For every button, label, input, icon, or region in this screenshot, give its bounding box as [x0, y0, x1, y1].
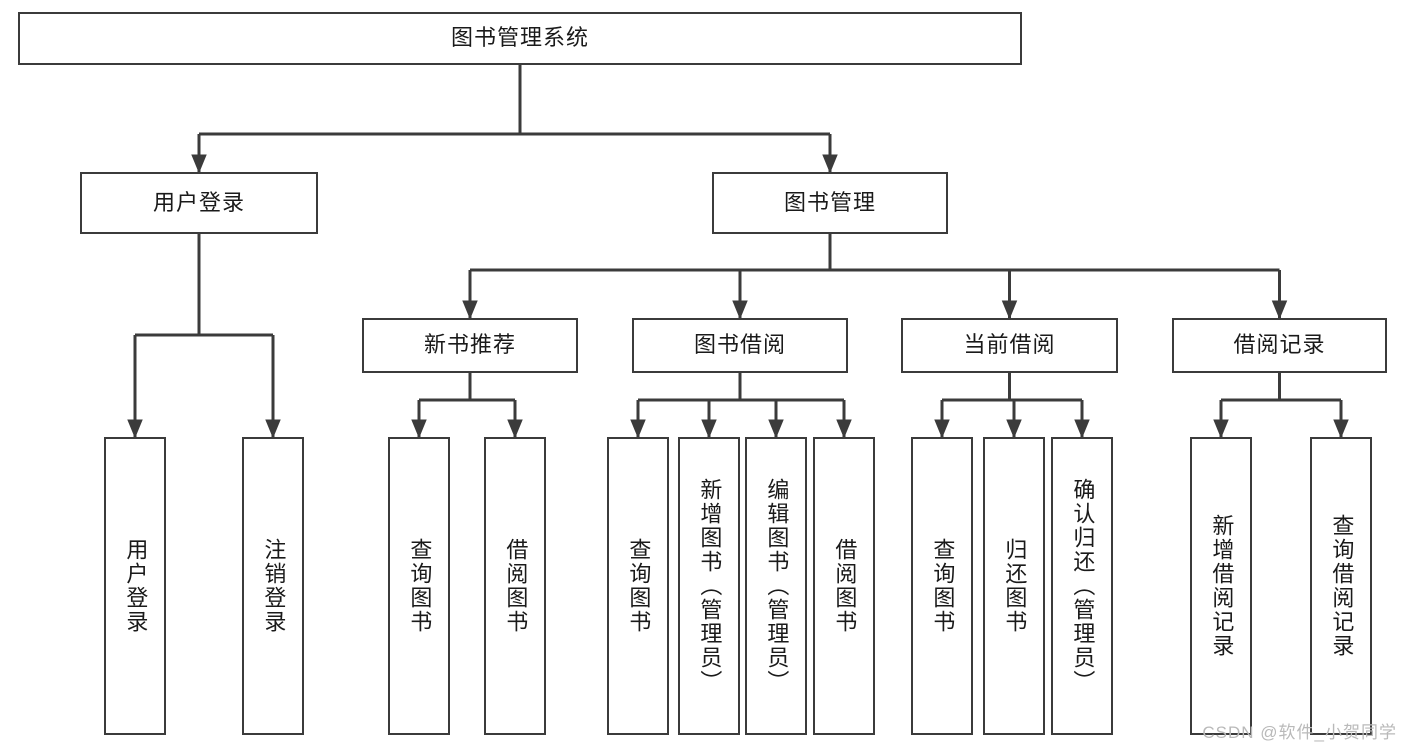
connector-arrowhead — [507, 419, 523, 439]
connector-arrowhead — [1213, 419, 1229, 439]
connector-arrowhead — [732, 300, 748, 320]
connector-arrowhead — [1001, 300, 1018, 320]
connector-arrowhead — [701, 419, 717, 439]
node-label: 新增借阅记录 — [1209, 514, 1235, 658]
node-label: 用户登录 — [123, 538, 149, 634]
connector-arrowhead — [768, 419, 784, 439]
connector-arrowhead — [836, 419, 852, 439]
node-l1-user-login[interactable]: 用户登录 — [80, 172, 318, 234]
node-l3-confirm-return[interactable]: 确认归还（管理员） — [1051, 437, 1113, 735]
node-label: 用户登录 — [152, 189, 245, 215]
node-l3-query-book-b[interactable]: 查询图书 — [607, 437, 669, 735]
node-label: 查询图书 — [407, 538, 433, 634]
node-l3-add-book[interactable]: 新增图书（管理员） — [678, 437, 740, 735]
connector-arrowhead — [265, 419, 281, 439]
csdn-watermark: CSDN @软件_小贺同学 — [1202, 723, 1397, 742]
node-l2-current-borrow[interactable]: 当前借阅 — [901, 318, 1118, 373]
node-l3-query-record[interactable]: 查询借阅记录 — [1310, 437, 1372, 735]
node-l3-query-book-a[interactable]: 查询图书 — [388, 437, 450, 735]
node-label: 查询借阅记录 — [1329, 514, 1355, 658]
node-l1-book-manage[interactable]: 图书管理 — [712, 172, 948, 234]
node-l3-borrow-book-a[interactable]: 借阅图书 — [484, 437, 546, 735]
node-label: 图书借阅 — [693, 332, 786, 358]
node-label: 借阅图书 — [503, 538, 529, 634]
node-label: 查询图书 — [930, 538, 956, 634]
node-label: 图书管理 — [783, 189, 876, 215]
node-label: 查询图书 — [626, 538, 652, 634]
connector-arrowhead — [1271, 300, 1288, 320]
connector-arrowhead — [934, 419, 950, 439]
node-l3-add-record[interactable]: 新增借阅记录 — [1190, 437, 1252, 735]
node-l3-user-login[interactable]: 用户登录 — [104, 437, 166, 735]
node-root[interactable]: 图书管理系统 — [18, 12, 1022, 65]
connector-arrowhead — [822, 154, 838, 174]
connector-arrowhead — [462, 300, 478, 320]
node-label: 当前借阅 — [963, 332, 1056, 358]
node-label: 确认归还（管理员） — [1070, 478, 1096, 694]
connector-arrowhead — [411, 419, 427, 439]
node-l3-borrow-book-b[interactable]: 借阅图书 — [813, 437, 875, 735]
node-l3-return-book[interactable]: 归还图书 — [983, 437, 1045, 735]
node-l2-book-borrow[interactable]: 图书借阅 — [632, 318, 848, 373]
connector-arrowhead — [1074, 419, 1090, 439]
node-label: 注销登录 — [261, 538, 287, 634]
connector-arrowhead — [1333, 419, 1349, 439]
node-l3-logout[interactable]: 注销登录 — [242, 437, 304, 735]
node-label: 新增图书（管理员） — [697, 478, 723, 694]
node-l3-query-book-c[interactable]: 查询图书 — [911, 437, 973, 735]
node-label: 借阅图书 — [832, 538, 858, 634]
node-l3-edit-book[interactable]: 编辑图书（管理员） — [745, 437, 807, 735]
node-label: 归还图书 — [1002, 538, 1028, 634]
node-label: 新书推荐 — [423, 332, 516, 358]
node-label: 图书管理系统 — [450, 25, 589, 51]
node-l2-new-book-rec[interactable]: 新书推荐 — [362, 318, 578, 373]
node-label: 编辑图书（管理员） — [764, 478, 790, 694]
node-l2-borrow-record[interactable]: 借阅记录 — [1172, 318, 1387, 373]
connector-arrowhead — [127, 419, 143, 439]
connector-arrowhead — [630, 419, 646, 439]
connector-arrowhead — [1006, 419, 1022, 439]
node-label: 借阅记录 — [1233, 332, 1326, 358]
connector-arrowhead — [191, 154, 207, 174]
